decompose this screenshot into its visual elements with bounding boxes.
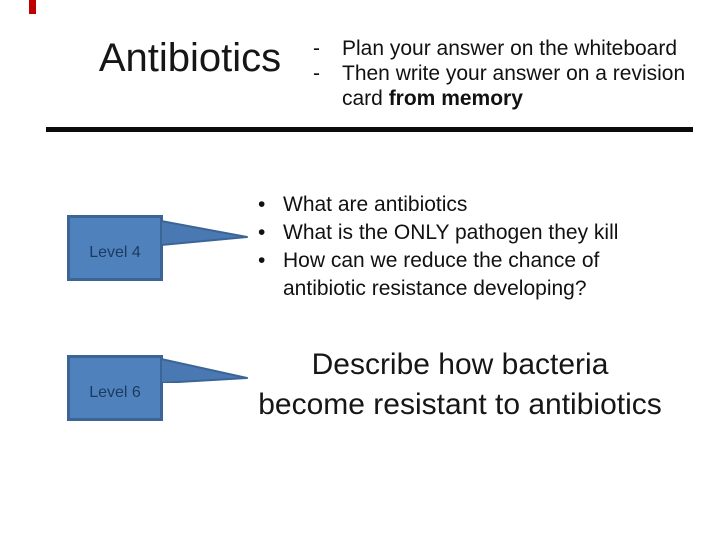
- prompt-line-2: become resistant to antibiotics: [258, 388, 662, 421]
- prompt-line-1: Describe how bacteria: [311, 348, 609, 381]
- level4-label: Level 4: [89, 244, 141, 261]
- question-text: What are antibiotics: [283, 193, 468, 216]
- level6-arrow-pointer: [161, 358, 248, 383]
- dot-bullet-icon: •: [258, 249, 266, 272]
- question-text: How can we reduce the chance of antibiot…: [283, 249, 600, 300]
- question-text: What is the ONLY pathogen they kill: [283, 221, 619, 244]
- instruction-list: - Plan your answer on the whiteboard - T…: [313, 36, 707, 111]
- level4-question-list: • What are antibiotics • What is the ONL…: [258, 191, 658, 303]
- question-item: • What are antibiotics: [258, 191, 658, 219]
- red-corner-mark: [29, 0, 36, 14]
- question-item: • What is the ONLY pathogen they kill: [258, 219, 658, 247]
- instruction-text-bold: from memory: [388, 87, 523, 110]
- dash-bullet-icon: -: [313, 62, 320, 85]
- dash-bullet-icon: -: [313, 37, 320, 60]
- level6-callout-box: Level 6: [67, 355, 163, 421]
- level4-arrow-pointer: [161, 220, 248, 246]
- level4-callout-box: Level 4: [67, 215, 163, 281]
- instruction-text-plain: Then write your answer on a revision car…: [342, 62, 686, 110]
- title-divider-rule: [46, 127, 693, 132]
- instruction-text: Then write your answer on a revision car…: [342, 61, 707, 111]
- question-item: • How can we reduce the chance of antibi…: [258, 247, 658, 303]
- dot-bullet-icon: •: [258, 221, 266, 244]
- instruction-text: Plan your answer on the whiteboard: [342, 37, 678, 60]
- instruction-item: - Then write your answer on a revision c…: [313, 61, 707, 111]
- level6-prompt: Describe how bacteria become resistant t…: [225, 345, 695, 425]
- dot-bullet-icon: •: [258, 193, 266, 216]
- instruction-item: - Plan your answer on the whiteboard: [313, 36, 707, 61]
- level6-label: Level 6: [89, 384, 141, 401]
- slide-title: Antibiotics: [98, 36, 282, 80]
